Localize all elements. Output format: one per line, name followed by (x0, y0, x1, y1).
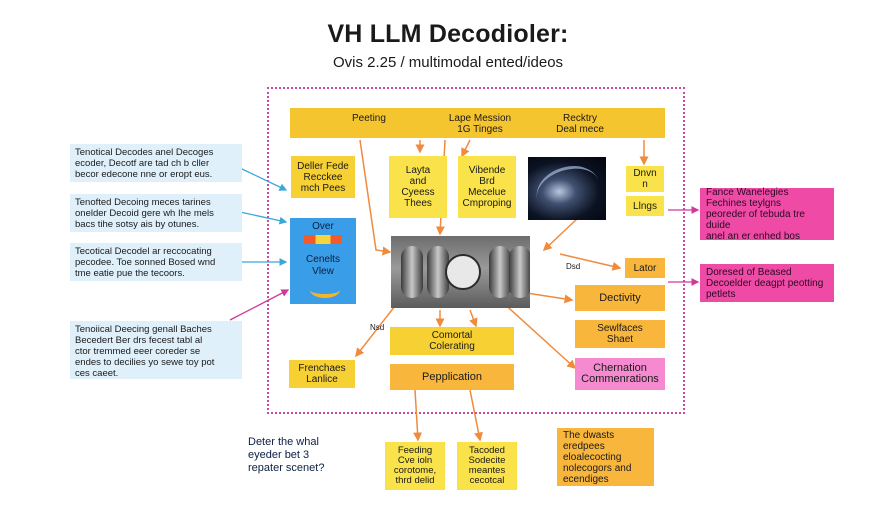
arrow-13 (469, 389, 483, 442)
later-box: Lator (625, 258, 665, 278)
arrow-15 (239, 167, 288, 191)
machine-photo (391, 236, 530, 308)
top-bar-center-label: Lape Mession 1G Tinges (448, 113, 512, 135)
arrow-6 (559, 253, 622, 271)
dectivity-box: Dectivity (575, 285, 665, 311)
mid-small-label: Dsd (566, 262, 581, 271)
arrow-12 (413, 389, 423, 442)
drum-box-b: Llngs (626, 196, 664, 216)
fan-wheel-icon (445, 254, 481, 290)
arrow-10 (499, 299, 577, 370)
arrow-16 (239, 211, 288, 225)
diagram-title: VH LLM Decodioler: (327, 20, 569, 48)
dark-swirl-image (528, 157, 606, 223)
arrow-3 (461, 139, 471, 158)
top-bar-right-label: Recktry Deal mece (556, 113, 604, 135)
arrow-14 (542, 217, 579, 252)
top-bar-left-label: Peeting (352, 113, 386, 124)
swoosh-icon (310, 282, 340, 298)
arrow-9 (355, 305, 396, 358)
diagram-frame (267, 87, 685, 414)
arrow-18 (229, 289, 290, 321)
arrow-1 (359, 139, 392, 256)
colored-chips-icon (304, 235, 342, 244)
left-small-label: Nsd (370, 323, 385, 332)
over-view-card: Over Cenelts Vlew (290, 218, 356, 304)
top-bar: Peeting Lape Mession 1G Tinges Recktry D… (290, 108, 665, 138)
pepplication-box: Pepplication (390, 364, 514, 390)
arrow-8 (469, 309, 478, 328)
diagram-subtitle: Ovis 2.25 / multimodal ented/ideos (332, 54, 564, 71)
